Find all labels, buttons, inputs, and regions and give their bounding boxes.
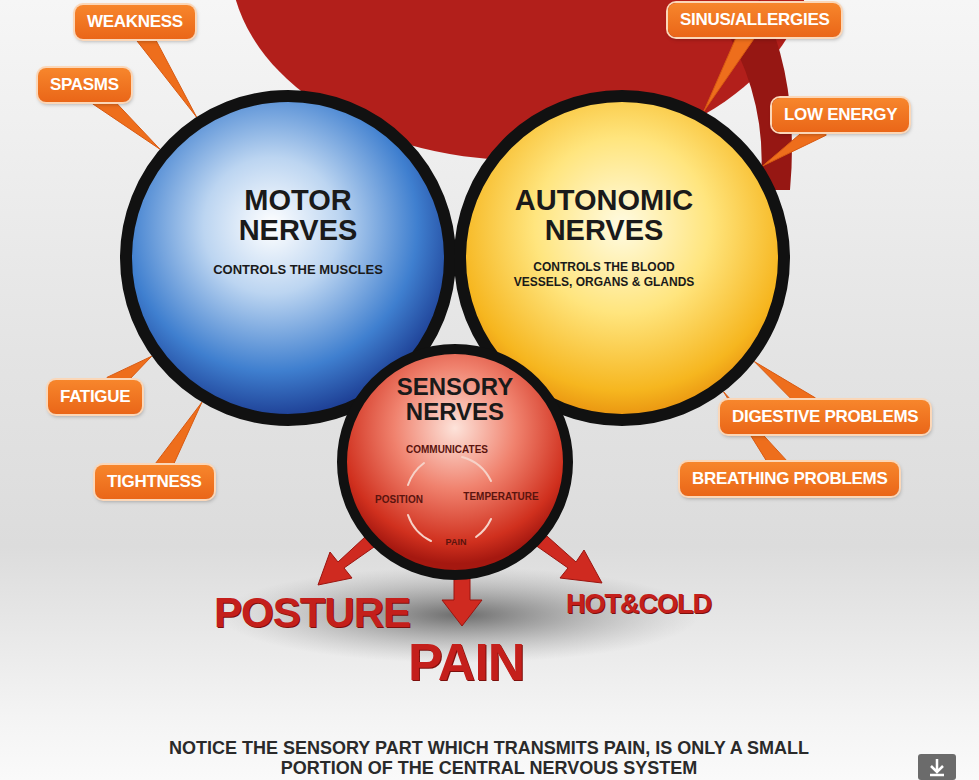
lobe-text: POSITION (364, 494, 434, 506)
lobe-outline (120, 90, 456, 426)
lobe-text: CONTROLS THE MUSCLES (193, 262, 403, 278)
cycle-arc (476, 519, 491, 537)
callout-pointer (724, 392, 789, 474)
symptom-label: PAIN (408, 634, 524, 691)
text-wrap: AUTONOMIC NERVES (489, 185, 719, 246)
callout-pointer (92, 90, 160, 149)
pain-arrow (442, 560, 482, 626)
callout-text: FATIGUE (60, 387, 130, 407)
text-wrap: COMMUNICATES (392, 444, 502, 456)
callout-text: DIGESTIVE PROBLEMS (732, 407, 918, 427)
lobe-title: AUTONOMIC NERVES (489, 185, 719, 246)
nerve-lobe: SENSORY NERVES COMMUNICATES POSITION TEMPER… (337, 344, 573, 580)
nerve-lobe: MOTOR NERVES CONTROLS THE MUSCLES (120, 90, 456, 426)
callout-text: WEAKNESS (87, 12, 183, 32)
callout-text: SPASMS (50, 75, 119, 95)
lobe-shape (342, 349, 568, 575)
callout-pointer (153, 402, 202, 476)
download-icon (918, 754, 956, 780)
text-wrap: POSITION (364, 494, 434, 506)
callout-tag: BREATHING PROBLEMS (680, 462, 899, 496)
callout-tag: LOW ENERGY (772, 98, 909, 132)
label-wrap: POSTURE (214, 590, 410, 636)
callout-tag: TIGHTNESS (95, 465, 214, 499)
callout-pointer (754, 362, 815, 412)
cycle-arc (462, 457, 491, 481)
callout-tag: WEAKNESS (75, 5, 195, 39)
text-wrap: PAIN (436, 537, 476, 548)
lobe-shape (126, 96, 450, 420)
text-wrap: CONTROLS THE MUSCLES (193, 262, 403, 278)
callout-tag: DIGESTIVE PROBLEMS (720, 400, 930, 434)
posture-arrow (318, 512, 404, 585)
lobe-text: CONTROLS THE BLOOD VESSELS, ORGANS & GLA… (509, 260, 699, 290)
lobe-text: TEMPERATURE (456, 491, 546, 503)
lobe-title: MOTOR NERVES (188, 185, 408, 246)
callout-text: TIGHTNESS (107, 472, 202, 492)
symptom-label: HOT&COLD (566, 590, 711, 620)
cycle-arc (408, 463, 424, 485)
lobe-outline (337, 344, 573, 580)
caption-wrap: NOTICE THE SENSORY PART WHICH TRANSMITS … (129, 738, 849, 778)
cycle-arc (408, 515, 431, 541)
callout-pointer (763, 120, 827, 166)
callout-text: BREATHING PROBLEMS (692, 469, 887, 489)
hot-cold-arrow (508, 512, 602, 583)
symptom-label: POSTURE (214, 590, 410, 636)
circle-shadow (220, 567, 700, 663)
nerve-lobe: AUTONOMIC NERVES CONTROLS THE BLOOD VESSE… (454, 90, 790, 426)
label-wrap: HOT&COLD (566, 590, 711, 620)
callout-pointer (134, 27, 197, 117)
lobe-outline (454, 90, 790, 426)
text-wrap: CONTROLS THE BLOOD VESSELS, ORGANS & GLA… (509, 260, 699, 290)
lobe-text: PAIN (436, 537, 476, 548)
text-wrap: MOTOR NERVES (188, 185, 408, 246)
lobe-text: COMMUNICATES (392, 444, 502, 456)
callout-text: LOW ENERGY (784, 105, 897, 125)
callout-text: SINUS/ALLERGIES (680, 10, 829, 30)
caption: NOTICE THE SENSORY PART WHICH TRANSMITS … (129, 738, 849, 778)
callout-tag: SINUS/ALLERGIES (668, 3, 841, 37)
top-red-organ (230, 0, 810, 160)
text-wrap: SENSORY NERVES (365, 374, 545, 424)
text-wrap: TEMPERATURE (456, 491, 546, 503)
callout-pointer (107, 356, 152, 392)
callout-tag: SPASMS (38, 68, 131, 102)
label-wrap: PAIN (408, 634, 524, 691)
lobe-shape (460, 96, 784, 420)
sensory-arrows (318, 512, 602, 626)
lobe-title: SENSORY NERVES (365, 374, 545, 424)
top-red-organ-edge (720, 0, 792, 190)
callout-pointer (704, 26, 757, 112)
callout-tag: FATIGUE (48, 380, 142, 414)
